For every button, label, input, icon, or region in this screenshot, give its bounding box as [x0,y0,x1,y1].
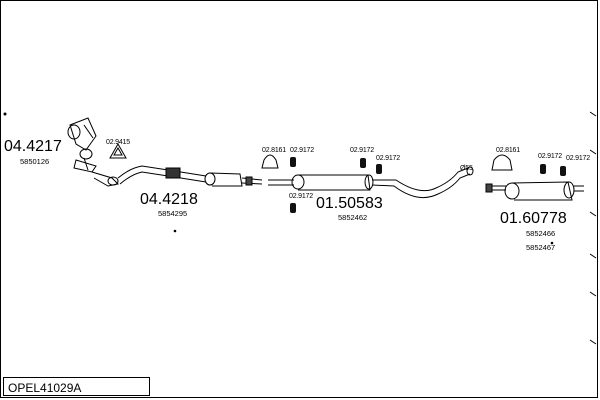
catalytic-converter-drawing [67,117,120,187]
rear-silencer-drawing [485,181,584,201]
oe-number-label: 5852467 [526,243,556,252]
part-number-label: 04.4217 [4,138,62,155]
accessory-icons [109,142,513,171]
part-number-label: 01.50583 [316,195,383,212]
mount-icons [290,157,566,213]
oe-number-label: 5854295 [158,209,188,218]
oe-number-label: 5852462 [338,213,368,222]
middle-pipe-drawing [117,165,263,187]
marker-dot [3,112,7,116]
accessory-number: 02.9415 [106,139,130,146]
accessory-number: 02.8161 [262,147,286,154]
part-number-label: 01.60778 [500,210,567,227]
assembly-code-box: OPEL41029A [3,377,150,396]
accessory-number: 02.9172 [566,155,590,162]
accessory-number: 02.8161 [496,147,520,154]
accessory-number: 02.9172 [350,147,374,154]
part-number-label: 04.4218 [140,191,198,208]
gasket-icon [109,142,127,159]
accessory-number: 02.9172 [289,193,313,200]
clamp-icon-rear [491,154,513,171]
accessory-number: 02.9172 [290,147,314,154]
accessory-number: 02.9172 [538,153,562,160]
accessory-number: 02.9172 [376,155,400,162]
oe-number-label: 5852466 [526,229,556,238]
oe-number-label: 5850126 [20,157,50,166]
clamp-icon [261,154,279,169]
assembly-code: OPEL41029A [8,381,82,395]
pipe-diameter-label: Ø55 [460,165,473,172]
centre-silencer-drawing [268,166,474,199]
